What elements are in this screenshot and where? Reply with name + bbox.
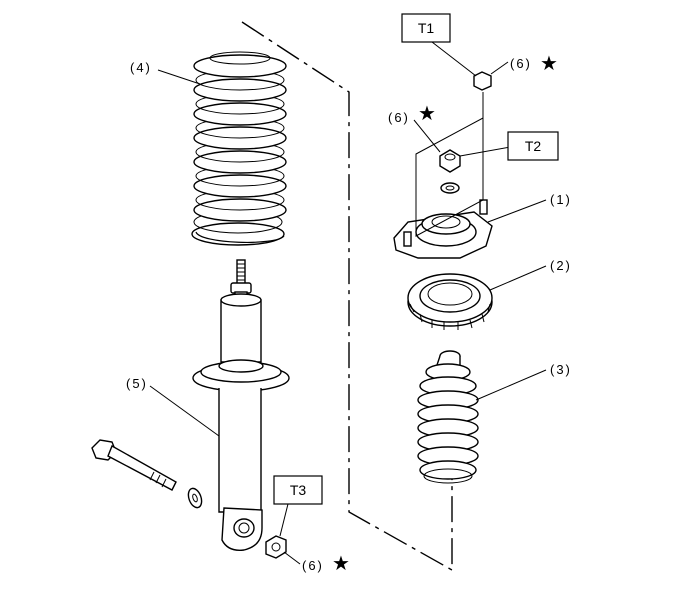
- star-mark-top: ★: [540, 53, 558, 75]
- svg-text:T2: T2: [525, 138, 542, 154]
- washer: [187, 487, 203, 509]
- center-nut: [439, 149, 461, 173]
- svg-text:T3: T3: [290, 482, 307, 498]
- strut-mount: [393, 92, 493, 259]
- mounting-bolt: [91, 439, 177, 491]
- dust-boot: [417, 350, 479, 484]
- torque-tag-t1: T1: [401, 13, 451, 43]
- svg-text:T1: T1: [418, 20, 435, 36]
- callout-1: (1): [550, 192, 572, 207]
- callout-6-bottom: (6): [302, 558, 324, 573]
- mount-plane: [415, 117, 484, 237]
- star-mark-bottom: ★: [332, 553, 350, 575]
- callout-5: (5): [126, 376, 148, 391]
- star-mark-mid: ★: [418, 103, 436, 125]
- shock-absorber: [192, 259, 290, 551]
- callout-6-top: (6): [510, 56, 532, 71]
- bottom-nut: [265, 535, 287, 559]
- callout-6-mid: (6): [388, 110, 410, 125]
- upper-spring-seat: [407, 273, 493, 330]
- torque-tag-t3: T3: [273, 475, 323, 505]
- leader-lines: [149, 41, 547, 565]
- torque-tag-t2: T2: [507, 131, 559, 161]
- assembly-outline: [241, 21, 453, 572]
- top-nut: [473, 71, 492, 91]
- center-washer: [440, 182, 460, 194]
- callout-4: (4): [130, 60, 152, 75]
- callout-2: (2): [550, 258, 572, 273]
- callout-3: (3): [550, 362, 572, 377]
- coil-spring: [191, 51, 287, 246]
